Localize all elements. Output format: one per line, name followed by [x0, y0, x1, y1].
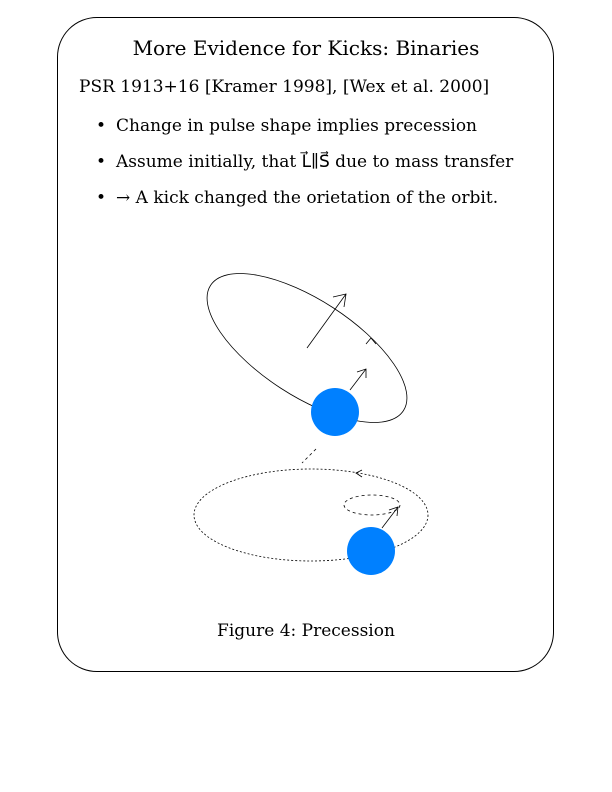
figure-caption: Figure 4: Precession	[217, 621, 395, 641]
bullet-item: • Assume initially, that L⃗∥S⃗ due to ma…	[96, 150, 546, 175]
spin-arrow-lower	[381, 506, 399, 529]
bullet-text: Assume initially, that L⃗∥S⃗ due to mass…	[116, 152, 514, 172]
pulsar-star-upper	[311, 388, 359, 436]
tilted-orbit	[206, 273, 408, 423]
slide-frame	[57, 17, 554, 672]
orbit-direction-arrow-lower	[355, 469, 363, 478]
slide-title: More Evidence for Kicks: Binaries	[132, 36, 480, 60]
bullet-item: • Change in pulse shape implies precessi…	[96, 114, 546, 139]
bullet-marker: •	[96, 188, 107, 208]
dashed-connector	[301, 448, 317, 464]
bullet-marker: •	[96, 152, 107, 172]
bullet-list: • Change in pulse shape implies precessi…	[96, 114, 546, 222]
precession-cone	[343, 494, 401, 516]
bullet-item: • → A kick changed the orietation of the…	[96, 186, 546, 211]
spin-arrow	[349, 368, 367, 391]
orbit-direction-arrow	[365, 337, 377, 345]
angular-momentum-arrow	[306, 293, 347, 349]
pulsar-star-lower	[347, 527, 395, 575]
slide-subtitle: PSR 1913+16 [Kramer 1998], [Wex et al. 2…	[79, 77, 490, 97]
bullet-text: → A kick changed the orietation of the o…	[116, 188, 499, 208]
bullet-text: Change in pulse shape implies precession	[116, 116, 478, 136]
bullet-marker: •	[96, 116, 107, 136]
initial-orbit	[193, 468, 429, 562]
